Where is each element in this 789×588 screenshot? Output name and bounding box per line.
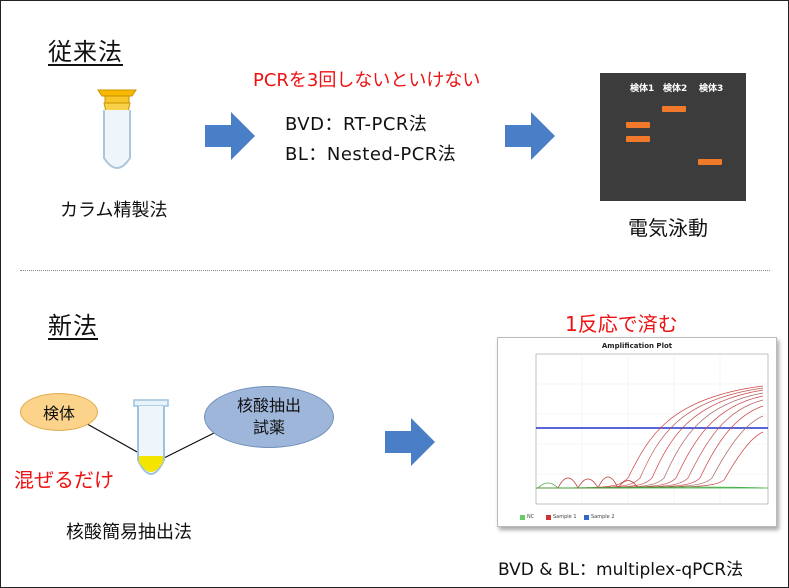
new-method-note: 1反応で済む <box>565 312 678 336</box>
multiplex-qpcr-label: BVD & BL：multiplex-qPCR法 <box>498 560 744 580</box>
plot-legend-item: Sample 1 <box>546 514 577 520</box>
nucleic-acid-extraction-label: 核酸簡易抽出法 <box>66 522 192 543</box>
column-purification-label: カラム精製法 <box>60 200 168 221</box>
gel-lane-label: 検体1 <box>630 84 655 94</box>
gel-lane-label: 検体2 <box>663 84 688 94</box>
reagent-label-line2: 試薬 <box>252 418 285 437</box>
plot-title: Amplification Plot <box>601 342 673 350</box>
sample-tube-icon <box>133 399 169 475</box>
right-arrow-icon <box>205 112 255 160</box>
amplification-curves <box>535 353 769 505</box>
electrophoresis-label: 電気泳動 <box>628 216 708 240</box>
amplification-plot-image: Amplification Plot NC Sample 1 Sample 2 <box>497 337 777 527</box>
gel-band <box>698 159 722 165</box>
mix-only-note: 混ぜるだけ <box>14 468 114 492</box>
reagent-ellipse: 核酸抽出 試薬 <box>204 386 334 448</box>
old-method-heading: 従来法 <box>48 38 123 66</box>
plot-legend-item: Sample 2 <box>584 514 615 520</box>
bl-method-text: BL：Nested-PCR法 <box>285 144 457 165</box>
bvd-method-text: BVD：RT-PCR法 <box>285 114 428 135</box>
gel-band <box>626 136 650 142</box>
plot-legend-item: NC <box>520 514 534 520</box>
column-tube-icon <box>97 89 137 169</box>
reagent-label-line1: 核酸抽出 <box>236 396 301 415</box>
gel-electrophoresis-image: 検体1 検体2 検体3 <box>600 73 746 201</box>
gel-band <box>626 122 650 128</box>
right-arrow-icon <box>505 112 555 160</box>
gel-lane-label: 検体3 <box>699 84 724 94</box>
gel-band <box>662 106 686 112</box>
new-method-heading: 新法 <box>48 312 98 340</box>
section-divider <box>20 270 770 271</box>
old-method-note: PCRを3回しないといけない <box>253 70 481 91</box>
specimen-label: 検体 <box>42 404 75 423</box>
right-arrow-icon <box>385 418 435 466</box>
specimen-ellipse: 検体 <box>20 393 98 431</box>
